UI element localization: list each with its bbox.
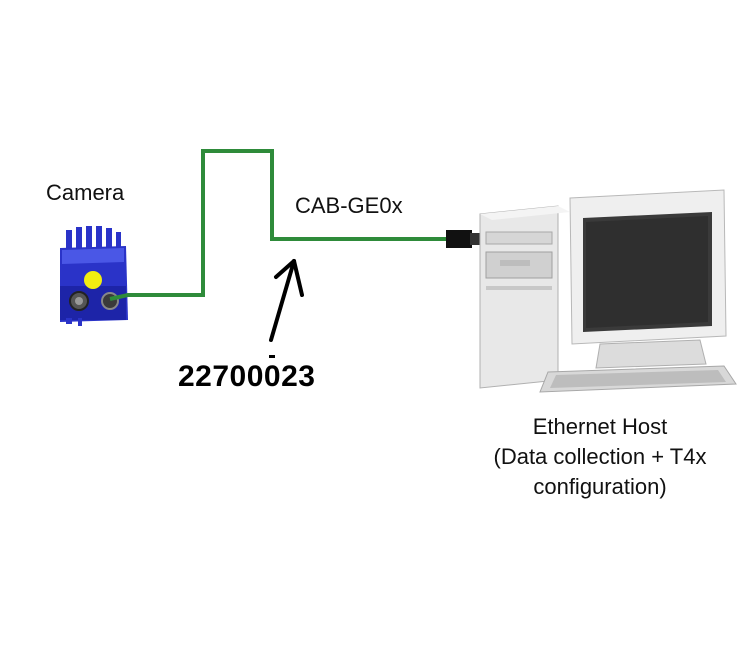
camera-label: Camera (46, 180, 125, 205)
part-number-label: 22700023 (178, 360, 316, 393)
host-title: Ethernet Host (532, 414, 668, 439)
ethernet-connector-icon (446, 230, 480, 248)
host-description-line-2: configuration) (533, 474, 667, 499)
ethernet-host-label: Ethernet Host (Data collection + T4x con… (456, 412, 744, 502)
part-arrow (269, 259, 304, 342)
host-description-line-1: (Data collection + T4x (493, 444, 707, 469)
desktop-computer-icon (479, 189, 737, 393)
camera-icon (60, 226, 128, 326)
ethernet-cable (109, 149, 448, 301)
cable-label: CAB-GE0x (295, 193, 403, 218)
